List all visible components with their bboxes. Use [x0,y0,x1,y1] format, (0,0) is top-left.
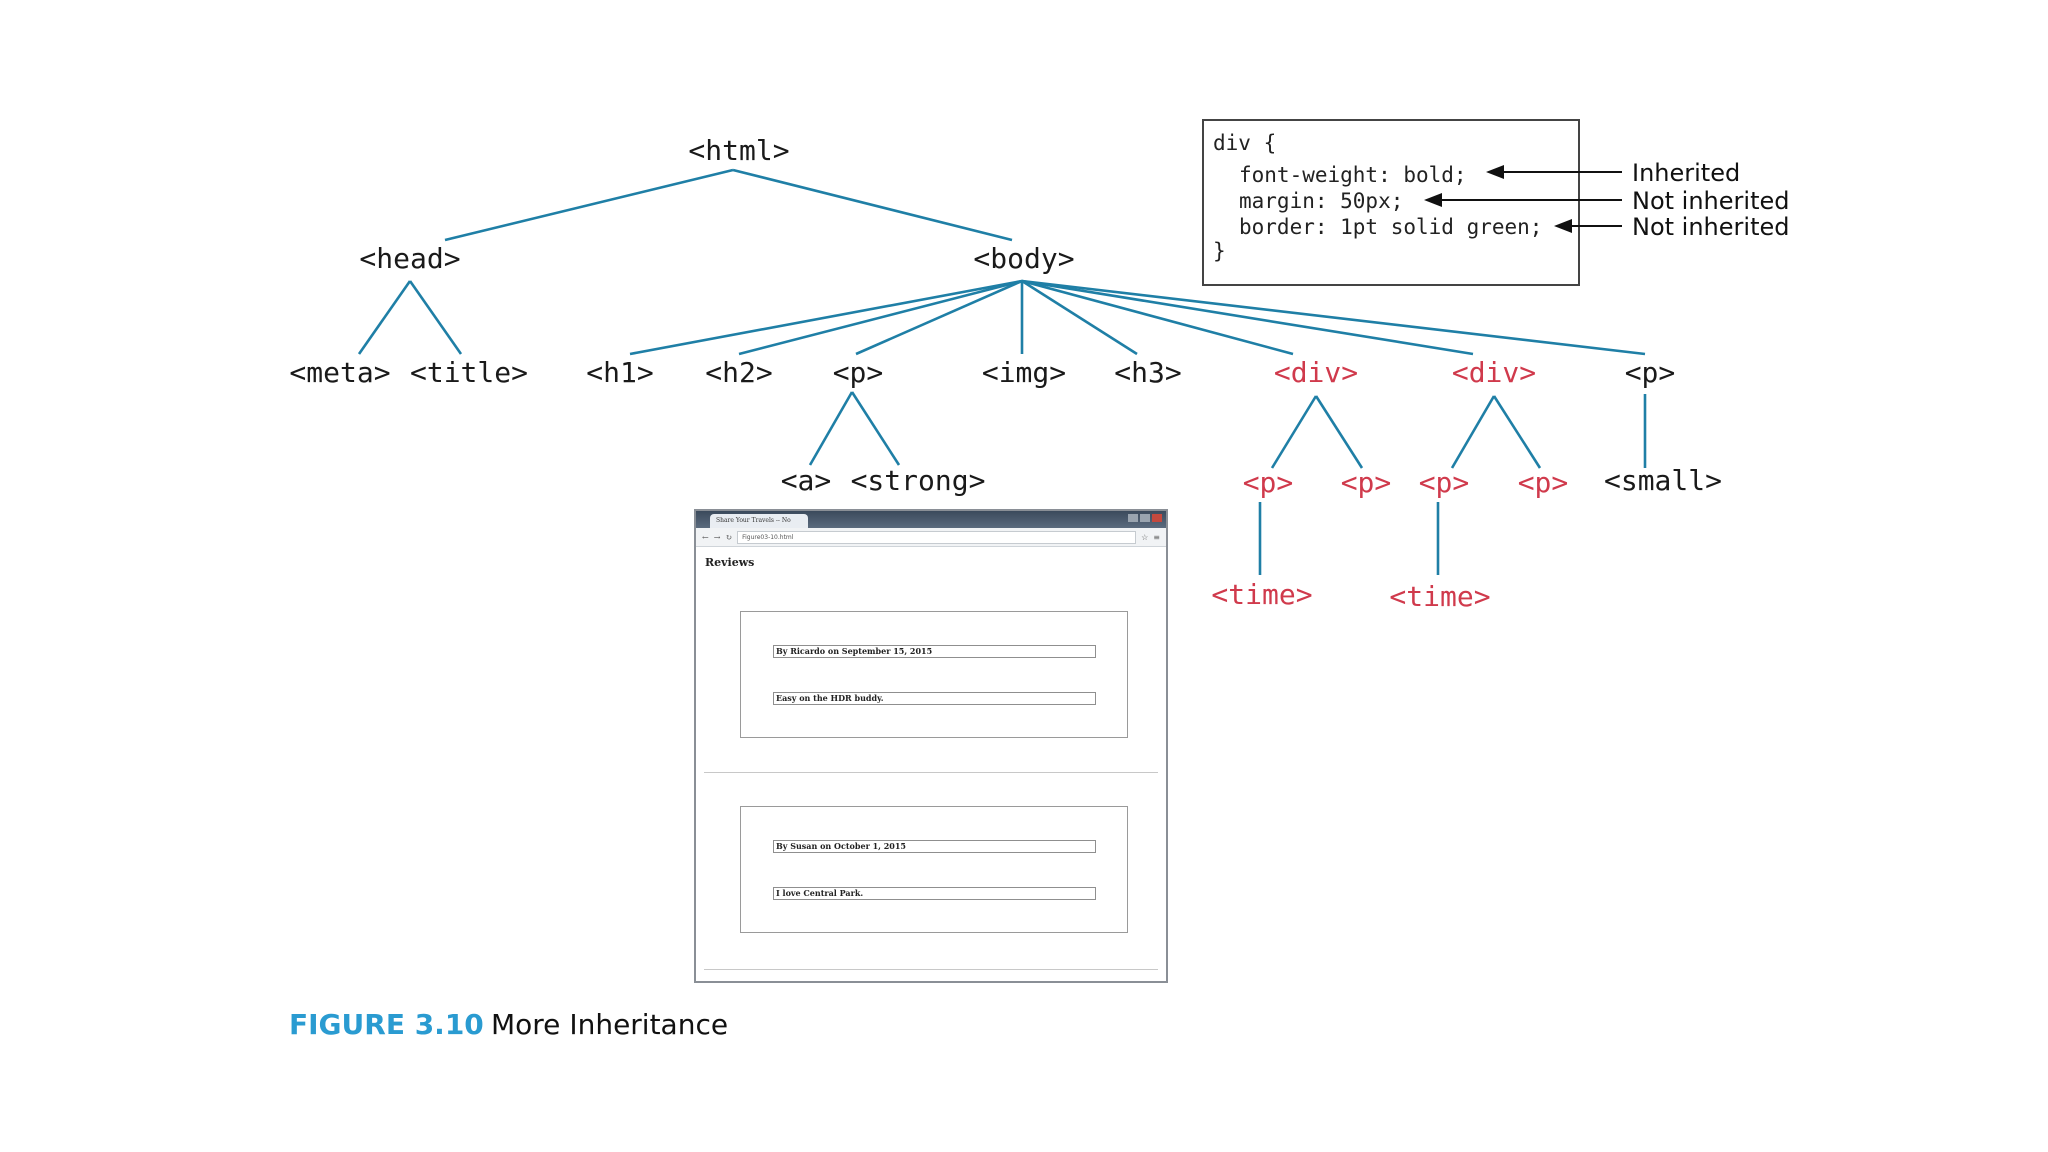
edge-body-h1 [629,279,1023,356]
code-box: div { font-weight: bold; margin: 50px; b… [1202,119,1580,286]
node-head: <head> [359,242,460,275]
node-title: <title> [410,356,528,389]
node-h3: <h3> [1114,356,1181,389]
code-box-border [1202,119,1580,286]
node-h2: <h2> [705,356,772,389]
label-not-inherited-2: Not inherited [1632,213,1789,241]
node-div-2: <div> [1452,356,1536,389]
edge-html-body [732,168,1013,242]
arrowhead-not-inherited-1 [1424,193,1442,207]
edge-div1-p2 [1314,395,1364,469]
node-meta: <meta> [289,356,390,389]
review-box-2: By Susan on October 1, 2015 I love Centr… [740,806,1128,933]
review-2-line-1: By Susan on October 1, 2015 [773,840,1096,853]
arrowhead-inherited [1486,165,1504,179]
edge-p-strong [850,391,901,466]
annotation-labels: Inherited Not inherited Not inherited [1632,159,1789,241]
edge-html-head [444,168,734,242]
node-small: <small> [1604,464,1722,497]
window-controls [1128,514,1162,522]
edge-p-a [808,391,854,466]
tree-edges [357,168,1647,575]
edge-div1-p1 [1270,395,1318,469]
review-1-line-2: Easy on the HDR buddy. [773,692,1096,705]
node-h1: <h1> [586,356,653,389]
edge-body-div2 [1021,279,1474,356]
tree-nodes: <html> <head> <body> <meta> <title> <h1>… [289,134,1722,613]
node-strong: <strong> [851,464,986,497]
menu-icon[interactable]: ≡ [1153,532,1160,542]
edge-body-p [855,279,1023,356]
node-time-2: <time> [1389,580,1490,613]
label-inherited: Inherited [1632,159,1740,187]
browser-tab[interactable]: Share Your Travels -- No [710,514,808,528]
review-box-1: By Ricardo on September 15, 2015 Easy on… [740,611,1128,738]
review-2-line-2: I love Central Park. [773,887,1096,900]
caption-number: FIGURE 3.10 [289,1008,484,1041]
node-time-1: <time> [1211,578,1312,611]
maximize-icon[interactable] [1140,514,1150,522]
back-icon[interactable]: ← [702,532,709,542]
edge-head-title [408,280,463,355]
node-img: <img> [982,356,1066,389]
edge-div2-p2 [1492,395,1542,469]
caption-title: More Inheritance [491,1008,728,1041]
arrowhead-not-inherited-2 [1554,219,1572,233]
edge-div2-p1 [1450,395,1496,469]
forward-icon[interactable]: → [713,532,721,542]
node-body: <body> [973,242,1074,275]
review-1-line-1: By Ricardo on September 15, 2015 [773,645,1096,658]
reload-icon[interactable]: ↻ [725,532,733,542]
code-line-2: font-weight: bold; [1239,163,1467,187]
node-div2-p-2: <p> [1518,466,1569,499]
code-line-4: border: 1pt solid green; [1239,215,1542,239]
edge-body-p2 [1021,279,1646,356]
minimize-icon[interactable] [1128,514,1138,522]
edge-head-meta [357,280,412,355]
node-a: <a> [781,464,832,497]
divider-2 [704,969,1158,970]
node-div-1: <div> [1274,356,1358,389]
browser-screenshot: Share Your Travels -- No ← → ↻ Figure03-… [694,509,1168,983]
code-line-3: margin: 50px; [1239,189,1403,213]
figure-caption: FIGURE 3.10 More Inheritance [289,1008,728,1041]
code-line-5: } [1213,239,1226,263]
url-field[interactable]: Figure03-10.html [737,530,1137,544]
node-p-2: <p> [1625,356,1676,389]
close-icon[interactable] [1152,514,1162,522]
edge-body-h3 [1021,279,1138,356]
code-line-1: div { [1213,131,1276,155]
browser-addressbar: ← → ↻ Figure03-10.html ☆ ≡ [696,528,1166,547]
divider-1 [704,772,1158,773]
edge-body-div1 [1021,279,1294,356]
star-icon[interactable]: ☆ [1141,532,1149,542]
label-not-inherited-1: Not inherited [1632,187,1789,215]
node-div1-p-2: <p> [1341,466,1392,499]
browser-titlebar: Share Your Travels -- No [696,511,1166,528]
node-div2-p-1: <p> [1419,466,1470,499]
node-div1-p-1: <p> [1243,466,1294,499]
annotation-arrows [1424,165,1622,233]
edge-body-h2 [738,279,1023,356]
node-p: <p> [833,356,884,389]
page-heading: Reviews [705,556,755,569]
node-html: <html> [688,134,789,167]
